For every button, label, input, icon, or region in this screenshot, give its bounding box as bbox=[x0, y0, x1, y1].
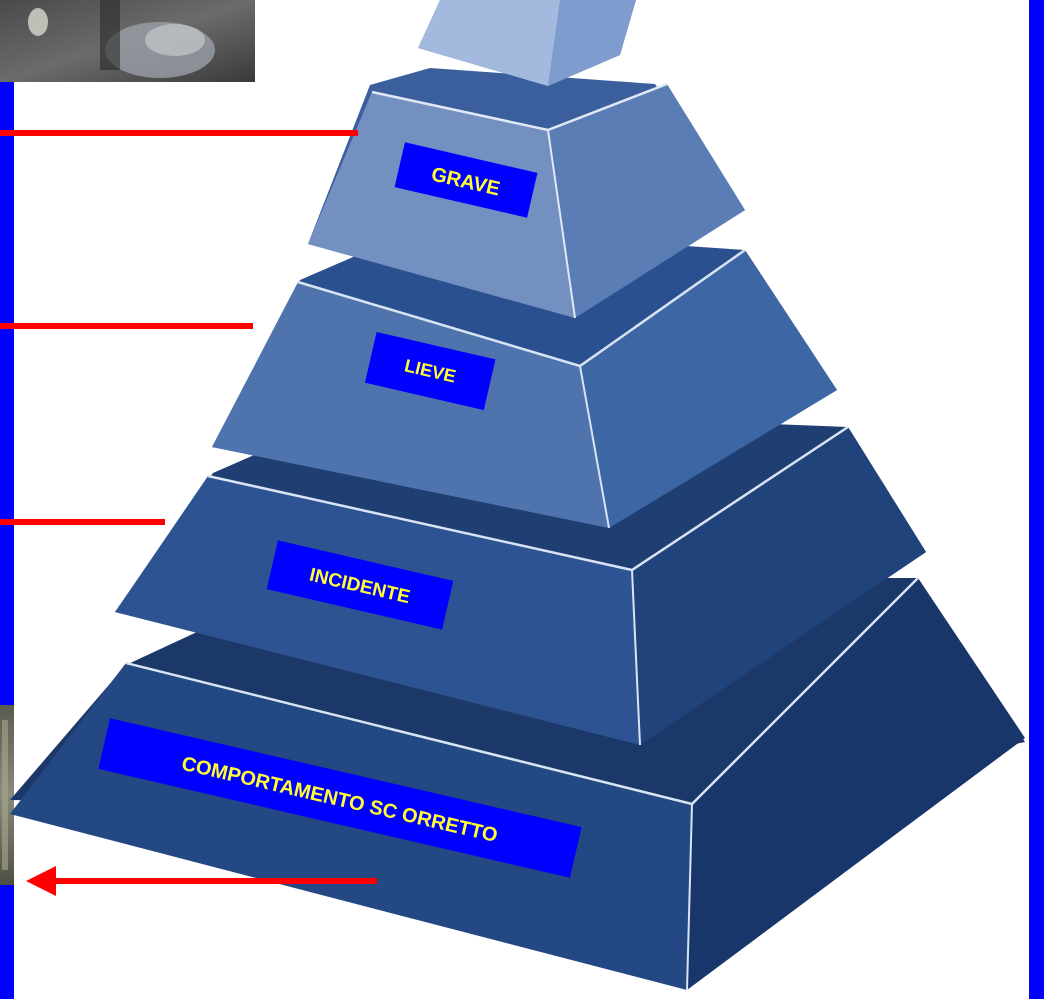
pyramid-tier-grave bbox=[308, 68, 745, 319]
red-indicator-lines bbox=[0, 130, 377, 896]
label-grave: GRAVE bbox=[394, 142, 538, 218]
label-lieve: LIEVE bbox=[364, 331, 496, 411]
photo-strip-bottom bbox=[0, 705, 14, 885]
pyramid-tier-lieve bbox=[212, 228, 837, 529]
pyramid-tier-top bbox=[418, 0, 636, 86]
red-arrowhead-icon bbox=[26, 866, 56, 896]
right-blue-bar bbox=[1029, 0, 1044, 999]
label-incidente: INCIDENTE bbox=[266, 540, 454, 630]
photo-thumbnail-top bbox=[0, 0, 255, 82]
